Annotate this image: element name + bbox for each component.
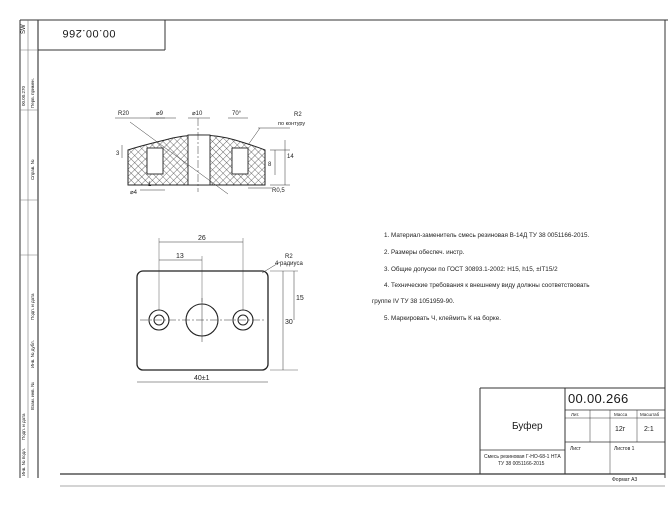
dim-26: 26 (198, 235, 206, 242)
side-label-sprav-no: Справ. № (30, 159, 35, 180)
leader-r2 (247, 127, 261, 146)
dim-70: 70° (232, 111, 242, 117)
title-block (479, 387, 665, 474)
tb-designation: 00.00.266 (568, 391, 629, 406)
note-5: 5. Маркировать Ч, клеймить К на борке. (384, 315, 501, 322)
dim-r2-plan: R2 (285, 254, 293, 260)
tb-col-mass: Масса (614, 412, 628, 417)
side-label-inv-dubl: Инв. № дубл. (30, 340, 35, 368)
tb-material-2: ТУ 38 0051166-2015 (498, 461, 545, 467)
note-3: 3. Общие допуски по ГОСТ 30893.1-2002: H… (384, 266, 558, 273)
section-view: R20 ⌀9 ⌀10 70° R2 по контуру 3 8 14 ⌀4 R… (115, 111, 305, 196)
dim-d9: ⌀9 (156, 111, 164, 117)
dim-po-konturu: по контуру (278, 121, 305, 127)
note-1: 1. Материал-заменитель смесь резиновая В… (384, 232, 590, 239)
dim-8: 8 (268, 162, 272, 168)
tb-scale-value: 2:1 (644, 426, 654, 433)
tb-col-lit: Лит. (571, 412, 580, 417)
top-stamp-designation: 00.00.266 (62, 27, 116, 39)
dim-r20: R20 (118, 111, 130, 117)
tb-sheets: Листов 1 (614, 446, 635, 452)
note-4: 4. Технические требования к внешнему вид… (384, 282, 590, 289)
section-hole-left (146, 147, 164, 175)
tb-material-1: Смесь резиновая Г-НО-68-1 НТА (484, 454, 561, 460)
dim-1: 1 (148, 182, 152, 188)
dim-30: 30 (285, 319, 293, 326)
side-label-inv-podl: Инв. № подл. (21, 447, 26, 476)
dim-13: 13 (176, 253, 184, 260)
side-label-perv-primen: Перв. примен. (30, 78, 35, 108)
dim-3: 3 (116, 151, 120, 157)
section-cut-line (129, 121, 229, 195)
dim-r2: R2 (294, 112, 302, 118)
side-label-vzam-inv: Взам. инв. № (30, 382, 35, 410)
dim-15: 15 (296, 295, 304, 302)
dim-d10: ⌀10 (192, 111, 203, 117)
plan-outline (136, 270, 269, 371)
note-4-cont: группе IV ТУ 38 1051959-90. (372, 298, 455, 305)
tb-mass-value: 12г (615, 426, 626, 433)
side-label-podp-data-2: Подп. и дата (21, 413, 26, 440)
tb-format: Формат А3 (612, 477, 638, 483)
tb-part-name: Буфер (512, 421, 543, 432)
note-2: 2. Размеры обеспеч. инстр. (384, 249, 465, 256)
tb-sheet: Лист (570, 446, 581, 452)
dim-r05: R0,5 (272, 188, 285, 194)
tb-col-scale: Масштаб (640, 412, 660, 417)
side-label-podp-data-1: Подп. и дата (30, 293, 35, 320)
leader-r2-plan (261, 261, 281, 274)
plan-view: 26 13 R2 4 радиуса 15 30 40±1 (136, 235, 304, 383)
side-label-primen-no: 00.00.270 (21, 85, 26, 106)
side-label-sw: SW (21, 24, 27, 34)
section-hole-right (231, 147, 249, 175)
dim-4-radiusa: 4 радиуса (275, 261, 303, 267)
dim-40: 40±1 (194, 375, 210, 382)
section-hole-center (187, 134, 211, 186)
dim-14: 14 (287, 154, 294, 160)
dim-d4: ⌀4 (130, 190, 138, 196)
